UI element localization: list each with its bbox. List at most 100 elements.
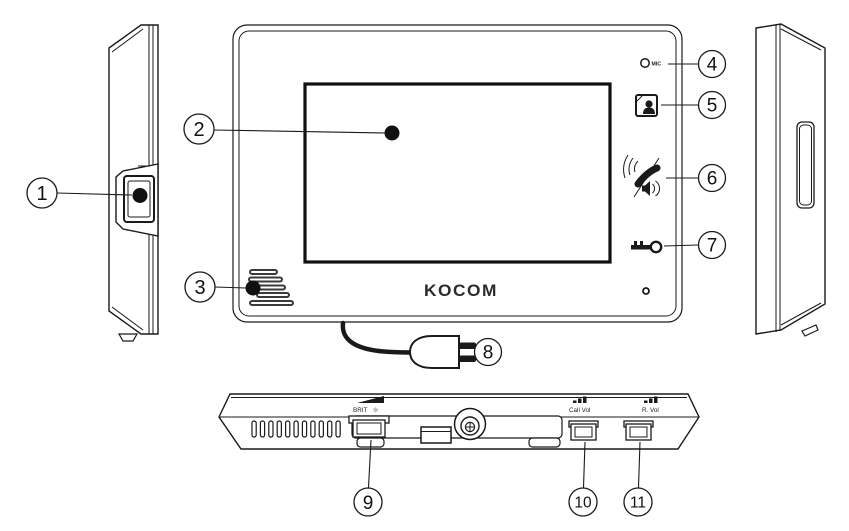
call-volume-slider-knob bbox=[574, 426, 593, 438]
callout-7: 7 bbox=[697, 230, 727, 260]
callout-5-number: 5 bbox=[707, 96, 718, 117]
callout-line-11 bbox=[637, 441, 641, 488]
monitor-button-icon[interactable] bbox=[635, 94, 658, 117]
call-volume-slider[interactable] bbox=[568, 420, 599, 441]
right-side-view bbox=[755, 23, 826, 337]
bottom-foot bbox=[528, 437, 561, 448]
left-side-bottom-chamfer-line bbox=[111, 306, 144, 331]
bottom-view: BRIT ☼ Call Vol bbox=[218, 393, 700, 450]
key-bow bbox=[649, 240, 663, 254]
speaker-slot bbox=[249, 269, 278, 275]
receive-volume-label: R. Vol bbox=[642, 407, 659, 414]
right-side-foot bbox=[801, 324, 819, 337]
handset bbox=[634, 164, 661, 188]
callout-6-number: 6 bbox=[707, 169, 718, 190]
side-recess-slot bbox=[796, 121, 815, 209]
callout-line-10 bbox=[582, 441, 586, 488]
vent-slot bbox=[276, 420, 283, 438]
callout-line-1 bbox=[56, 192, 133, 196]
callout-2-number: 2 bbox=[193, 119, 204, 141]
talk-button-icon[interactable] bbox=[623, 154, 661, 198]
brightness-control: BRIT ☼ bbox=[348, 396, 390, 438]
callout-3: 3 bbox=[184, 271, 216, 303]
vent-slot bbox=[335, 420, 341, 438]
bar bbox=[654, 396, 658, 403]
key-tooth bbox=[634, 241, 637, 246]
speaker-slot bbox=[256, 292, 290, 298]
mic-indicator: MIC bbox=[640, 58, 662, 68]
lcd-screen bbox=[303, 82, 612, 264]
sound-wave bbox=[633, 160, 639, 173]
monitor-button-fold bbox=[635, 94, 644, 103]
brightness-sun-icon: ☼ bbox=[373, 407, 379, 415]
receive-volume-slider-body bbox=[625, 423, 652, 441]
call-volume-slider-body bbox=[570, 423, 597, 441]
callout-1-number: 1 bbox=[36, 183, 47, 205]
callout-line-7 bbox=[663, 244, 699, 247]
vent-slot bbox=[327, 420, 333, 438]
speaker-cone bbox=[642, 181, 650, 196]
left-side-top-chamfer-line bbox=[111, 28, 144, 53]
bar bbox=[583, 396, 587, 403]
brightness-slider[interactable] bbox=[348, 415, 390, 438]
power-cord-assembly bbox=[340, 320, 476, 369]
speaker-slot bbox=[248, 276, 283, 283]
callout-8-number: 8 bbox=[483, 343, 494, 364]
door-release-key-icon[interactable] bbox=[631, 240, 663, 254]
power-plug-body bbox=[408, 335, 460, 369]
side-recess-slot-inner bbox=[799, 124, 812, 206]
vent-slots bbox=[251, 420, 341, 438]
vent-slot bbox=[259, 420, 266, 438]
screw-cross bbox=[465, 422, 475, 432]
callout-dot-1 bbox=[132, 188, 148, 203]
right-side-body bbox=[755, 23, 826, 335]
receive-volume-slider-knob bbox=[629, 426, 648, 438]
person-body bbox=[643, 107, 655, 114]
callout-line-2 bbox=[213, 129, 386, 134]
bar bbox=[644, 400, 648, 403]
brightness-slider-body bbox=[352, 419, 386, 438]
bar bbox=[649, 398, 653, 403]
vent-slot bbox=[318, 420, 325, 438]
mount-screw-boss bbox=[453, 407, 487, 441]
mic-hole-icon bbox=[640, 58, 650, 68]
left-side-view bbox=[108, 24, 159, 342]
receive-volume-slider[interactable] bbox=[623, 420, 654, 441]
brightness-label: BRIT bbox=[353, 407, 367, 414]
right-side-bottom-chamfer-line bbox=[780, 302, 822, 326]
speaker-slot bbox=[249, 300, 294, 306]
person-head bbox=[645, 100, 653, 108]
callout-dot-3 bbox=[245, 280, 261, 296]
hook-button-inner bbox=[127, 180, 151, 218]
vent-slot bbox=[293, 420, 299, 438]
callouts: 1 2 3 4 5 6 bbox=[26, 49, 727, 517]
vent-slot bbox=[285, 420, 291, 438]
mic-label: MIC bbox=[652, 62, 662, 68]
speaker-wave bbox=[655, 180, 661, 197]
callout-6: 6 bbox=[697, 163, 727, 193]
call-volume-bars-icon bbox=[573, 396, 587, 403]
callout-line-9 bbox=[367, 439, 372, 488]
callout-2: 2 bbox=[183, 113, 215, 145]
led-hole bbox=[642, 287, 650, 295]
bar bbox=[578, 398, 582, 403]
receive-volume-control: R. Vol bbox=[623, 396, 659, 441]
key-tooth bbox=[640, 241, 643, 246]
speaker-wave bbox=[652, 183, 655, 194]
front-view: KOCOM MIC bbox=[232, 24, 683, 323]
receive-volume-bars-icon bbox=[644, 396, 658, 403]
bar bbox=[573, 400, 577, 403]
left-side-foot bbox=[117, 333, 139, 342]
kocom-logo: KOCOM bbox=[424, 281, 498, 300]
callout-4-number: 4 bbox=[707, 55, 718, 76]
callout-9: 9 bbox=[353, 487, 383, 517]
callout-1: 1 bbox=[26, 177, 58, 209]
callout-3-number: 3 bbox=[194, 277, 205, 299]
callout-4: 4 bbox=[697, 49, 727, 79]
callout-7-number: 7 bbox=[707, 236, 718, 257]
cable-cutout bbox=[420, 426, 452, 444]
callout-8: 8 bbox=[473, 337, 503, 367]
front-inner-frame bbox=[238, 30, 677, 317]
callout-line-3 bbox=[214, 286, 247, 289]
